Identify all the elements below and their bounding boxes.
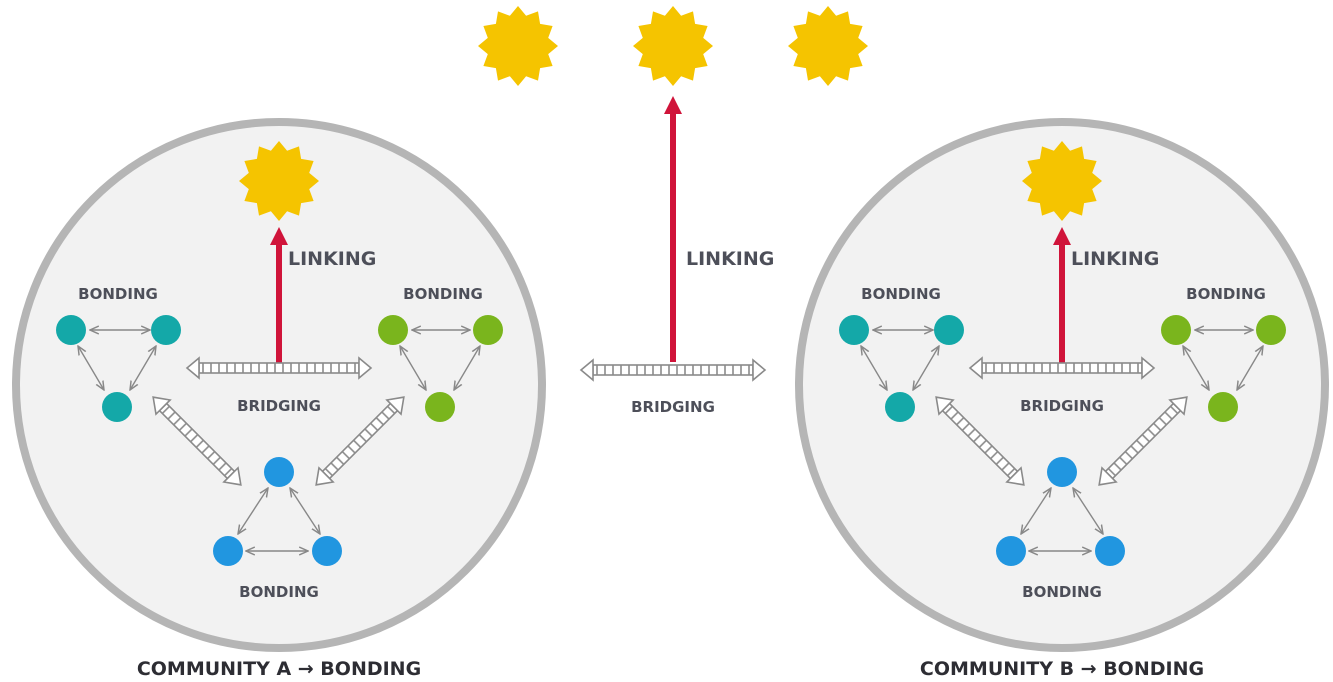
person-node-icon: [1095, 536, 1125, 566]
linking-arrowhead-icon: [664, 96, 682, 114]
bonding-connector: [454, 346, 480, 390]
person-node-icon: [151, 315, 181, 345]
bonding-label: BONDING: [403, 285, 483, 303]
bonding-connector: [1073, 488, 1103, 534]
bonding-connector: [400, 346, 426, 390]
linking-label: LINKING: [1071, 248, 1159, 270]
linking-arrowhead-icon: [1053, 227, 1071, 245]
bonding-connector: [78, 346, 104, 390]
center-bridging-group: BRIDGING: [580, 359, 766, 416]
top-sun-right: [788, 6, 868, 86]
person-node-icon: [996, 536, 1026, 566]
person-node-icon: [56, 315, 86, 345]
linking-arrowhead-icon: [270, 227, 288, 245]
bonding-label: BONDING: [1022, 583, 1102, 601]
community-a: LINKING BRIDGING BONDING BONDING BONDING: [12, 118, 546, 652]
community-b: LINKING BRIDGING BONDING BONDING BONDING: [795, 118, 1329, 652]
bonding-connector: [1237, 346, 1263, 390]
community-b-caption: COMMUNITY B → BONDING: [920, 658, 1204, 680]
bonding-label: BONDING: [78, 285, 158, 303]
bonding-connector: [913, 346, 939, 390]
community-a-caption: COMMUNITY A → BONDING: [137, 658, 421, 680]
person-node-icon: [264, 457, 294, 487]
person-node-icon: [378, 315, 408, 345]
person-node-icon: [425, 392, 455, 422]
bonding-connector: [290, 488, 320, 534]
linking-label: LINKING: [288, 248, 376, 270]
person-node-icon: [934, 315, 964, 345]
person-node-icon: [885, 392, 915, 422]
person-node-icon: [1256, 315, 1286, 345]
linking-label: LINKING: [686, 248, 774, 270]
community-b-circle: [795, 118, 1329, 652]
bridge-icon: [580, 359, 766, 381]
bridging-label: BRIDGING: [237, 397, 321, 415]
top-sun-left: [478, 6, 558, 86]
person-node-icon: [1208, 392, 1238, 422]
bonding-label: BONDING: [1186, 285, 1266, 303]
person-node-icon: [102, 392, 132, 422]
bonding-connector: [861, 346, 887, 390]
bonding-connector: [1183, 346, 1209, 390]
person-node-icon: [839, 315, 869, 345]
bridging-label: BRIDGING: [1020, 397, 1104, 415]
sun-icon: [788, 6, 868, 86]
person-node-icon: [1161, 315, 1191, 345]
sun-icon: [478, 6, 558, 86]
bonding-label: BONDING: [239, 583, 319, 601]
bonding-connector: [1021, 488, 1051, 534]
bonding-label: BONDING: [861, 285, 941, 303]
person-node-icon: [213, 536, 243, 566]
community-a-circle: [12, 118, 546, 652]
person-node-icon: [1047, 457, 1077, 487]
sun-icon: [633, 6, 713, 86]
person-node-icon: [312, 536, 342, 566]
person-node-icon: [473, 315, 503, 345]
center-linking-group: LINKING: [664, 96, 774, 362]
bridging-label: BRIDGING: [631, 398, 715, 416]
top-sun-center: [633, 6, 713, 86]
bonding-connector: [238, 488, 268, 534]
bonding-connector: [130, 346, 156, 390]
